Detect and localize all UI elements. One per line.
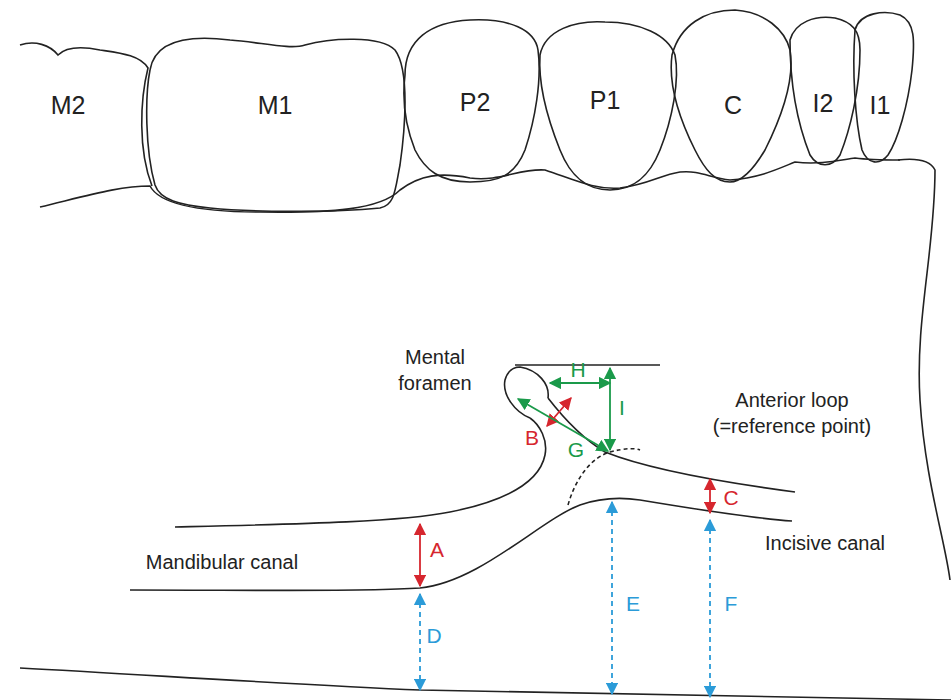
measurement-letter: G — [568, 437, 584, 463]
canal-upper-wall — [175, 418, 546, 527]
tooth-crown: I2 — [785, 12, 865, 172]
structure-label: Mandibular canal — [146, 549, 298, 575]
measurement-letter: E — [626, 591, 640, 617]
tooth-outline-path — [671, 10, 791, 182]
reference-line — [515, 364, 660, 366]
tooth-outline — [850, 5, 920, 170]
tooth-crown: P2 — [398, 15, 546, 187]
tooth-outline-path — [790, 17, 860, 164]
tooth-crown: C — [665, 5, 795, 187]
inferior-border — [20, 668, 951, 700]
dimension-arrow — [550, 382, 610, 384]
tooth-label: P2 — [460, 88, 491, 117]
tooth-crown: M2 — [15, 35, 155, 195]
tooth-outline-path — [854, 13, 914, 162]
incisive-upper-wall — [548, 398, 795, 492]
tooth-outline-path — [20, 43, 152, 186]
gum-line — [40, 158, 900, 212]
tooth-label: I1 — [870, 91, 891, 120]
measurement-letter: I — [619, 395, 625, 421]
dimension-arrow — [518, 399, 608, 451]
dimension-arrow — [709, 520, 711, 697]
tooth-label: P1 — [590, 86, 621, 115]
tooth-outline-path — [540, 22, 677, 190]
dimension-arrow — [609, 368, 611, 450]
dimension-arrow — [709, 479, 711, 513]
tooth-label: M1 — [258, 91, 293, 120]
tooth-crown: M1 — [140, 30, 412, 220]
tooth-label: I2 — [813, 89, 834, 118]
tooth-outline — [140, 30, 412, 220]
measurement-letter: A — [430, 537, 444, 563]
anterior-border — [898, 159, 950, 580]
structure-label: Mental foramen — [385, 344, 485, 396]
dimension-arrow — [419, 524, 421, 586]
measurement-letter: C — [723, 485, 738, 511]
tooth-crown: I1 — [850, 5, 920, 170]
structure-label: Anterior loop (=reference point) — [692, 387, 892, 439]
measurement-letter: F — [725, 591, 738, 617]
tooth-outline-path — [147, 38, 405, 211]
canal-lower-wall — [130, 498, 792, 590]
measurement-letter: D — [426, 623, 441, 649]
tooth-crown: P1 — [535, 15, 683, 195]
tooth-label: M2 — [51, 91, 86, 120]
tooth-outline-path — [404, 20, 539, 182]
dimension-arrow — [611, 502, 613, 694]
mental-foramen-outline — [505, 367, 549, 418]
dimension-arrow — [419, 594, 421, 690]
measurement-letter: B — [525, 425, 539, 451]
measurement-letter: H — [570, 357, 585, 383]
structure-label: Incisive canal — [765, 530, 885, 556]
tooth-label: C — [724, 91, 742, 120]
